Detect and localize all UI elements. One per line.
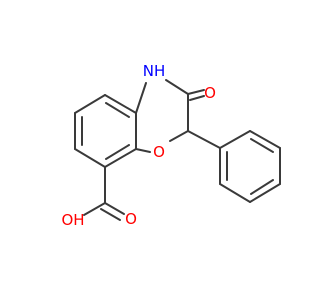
double-bond-inner: [105, 102, 130, 118]
carbonyl-bond: [100, 208, 121, 221]
acid-oxygen-label: O: [125, 210, 137, 228]
bond: [165, 79, 189, 95]
benzo-ring: [74, 94, 137, 168]
bond: [249, 183, 281, 203]
acid-hydroxyl-label: OH: [61, 211, 84, 229]
bond: [135, 82, 147, 114]
carbonyl-bond: [189, 95, 205, 101]
bond: [104, 94, 137, 114]
bond: [169, 130, 189, 142]
molecule-structure: NH O O O OH: [61, 62, 281, 229]
bond: [219, 183, 251, 203]
bond: [83, 202, 106, 216]
nh-label: NH: [143, 62, 166, 80]
bond: [219, 130, 251, 149]
double-bond-inner: [250, 138, 274, 153]
bond: [74, 148, 106, 168]
carboxylic-acid: [83, 166, 125, 221]
bond: [104, 148, 137, 168]
carbonyl-bond: [187, 89, 205, 95]
double-bond-inner: [105, 144, 130, 160]
double-bond-inner: [250, 179, 274, 195]
ring-oxygen-label: O: [153, 143, 165, 161]
carbonyl-oxygen-label: O: [204, 84, 216, 102]
bond: [74, 94, 106, 114]
carbonyl-bond: [104, 202, 125, 215]
bond: [135, 148, 151, 153]
phenyl-ring: [187, 130, 281, 203]
bond: [187, 130, 221, 149]
bond: [249, 130, 281, 149]
oxazine-ring: [135, 79, 205, 153]
